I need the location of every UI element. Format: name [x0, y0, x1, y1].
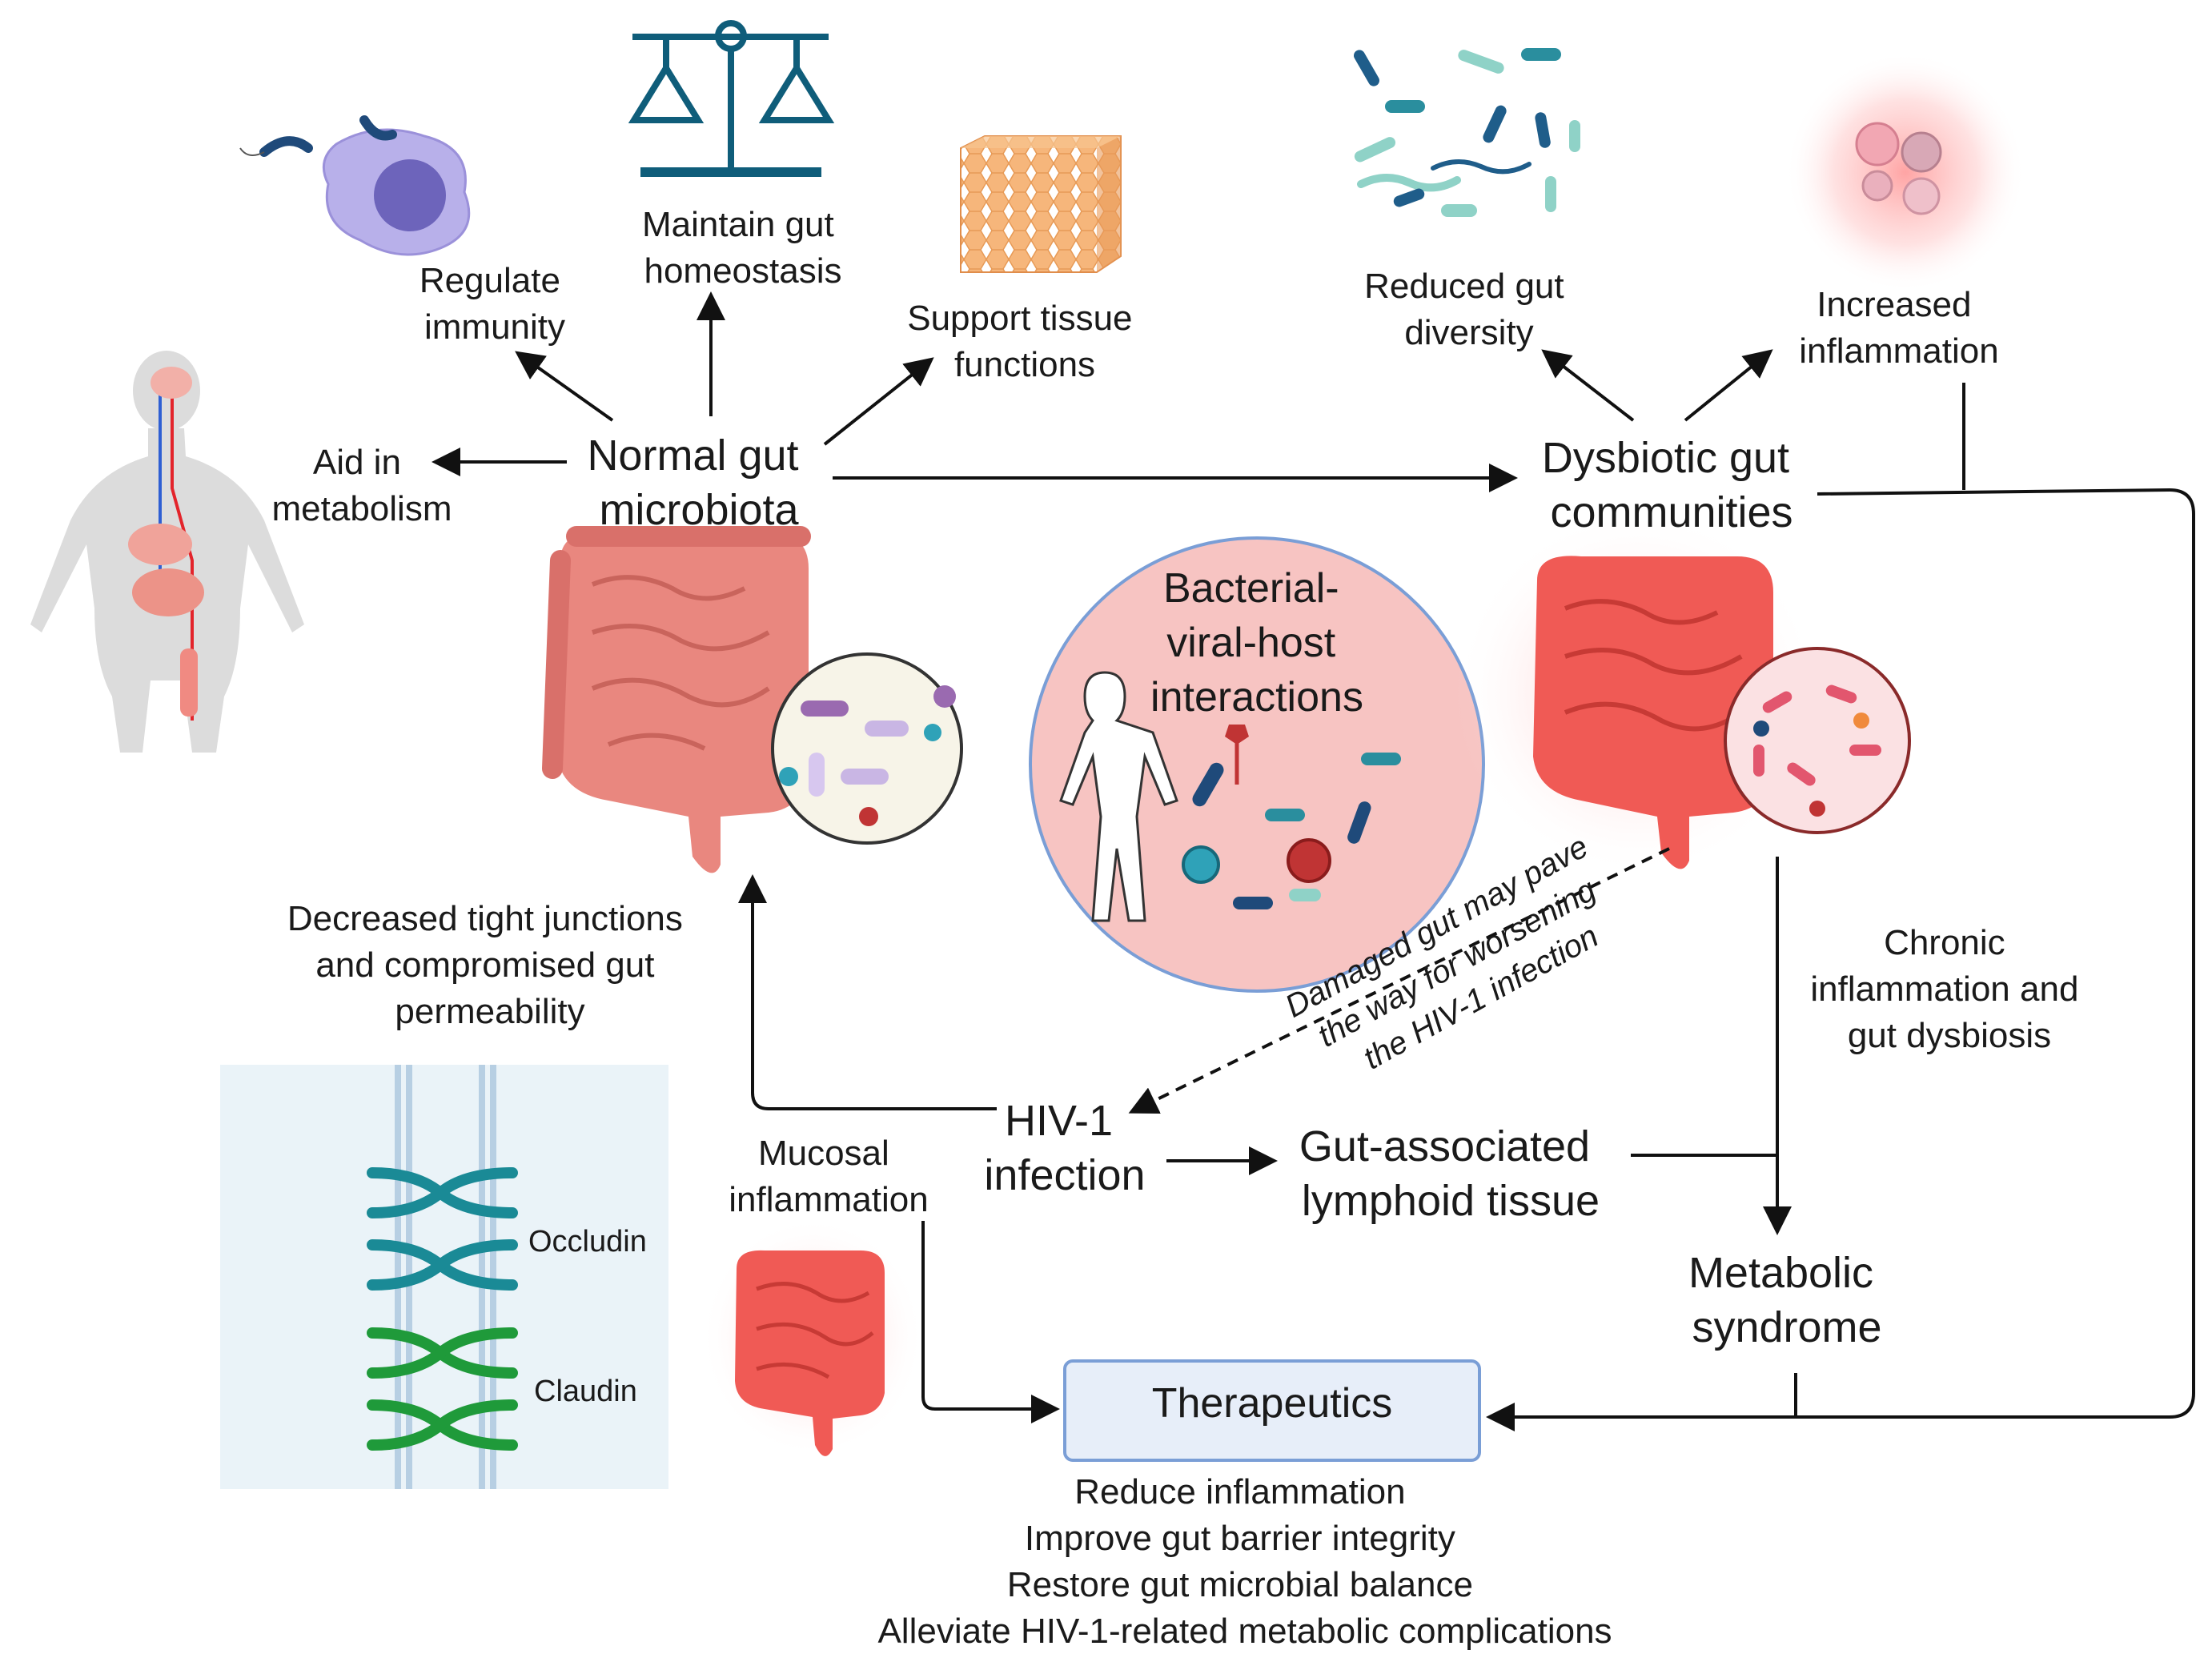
therapeutic-goals-list: Reduce inflammation Improve gut barrier … [877, 1472, 1612, 1651]
occludin-strands [367, 1167, 518, 1291]
support-tissue-label: Support tissue functions [907, 299, 1142, 384]
mucosal-inflamed-gut-icon [701, 1217, 925, 1457]
dysbiotic-microbiota-lens-icon [1724, 647, 1911, 834]
therapeutics-label: Therapeutics [1152, 1380, 1393, 1427]
dysbiotic-gut-label: Dysbiotic gut communities [1542, 434, 1801, 536]
therapeutic-goal: Alleviate HIV-1-related metabolic compli… [877, 1612, 1612, 1651]
chronic-inflammation-label: Chronic inflammation and gut dysbiosis [1810, 923, 2088, 1055]
therapeutic-goal: Improve gut barrier integrity [1025, 1519, 1455, 1558]
galt-label: Gut-associated lymphoid tissue [1299, 1122, 1602, 1225]
occludin-label: Occludin [528, 1225, 647, 1259]
reduced-diversity-label: Reduced gut diversity [1364, 267, 1574, 352]
maintain-homeostasis-label: Maintain gut homeostasis [642, 205, 844, 291]
increased-inflammation-label: Increased inflammation [1799, 285, 1998, 371]
hiv-infection-label: HIV-1 infection [984, 1097, 1145, 1199]
normal-gut-label: Normal gut microbiota [587, 432, 810, 534]
inflamed-intestine-icon [1453, 508, 1821, 877]
claudin-label: Claudin [534, 1375, 637, 1408]
healthy-intestine-icon [542, 526, 811, 873]
macrophage-icon [239, 115, 471, 256]
arrow-to-increased-inflammation [1684, 349, 1773, 422]
inflammation-glow-icon [1785, 52, 2025, 292]
metabolic-syndrome-label: Metabolic syndrome [1688, 1249, 1885, 1351]
decreased-tight-junctions-label: Decreased tight junctions and compromise… [287, 899, 693, 1031]
therapeutic-goal: Restore gut microbial balance [1007, 1565, 1473, 1604]
labels: Normal gut microbiota Dysbiotic gut comm… [272, 205, 2088, 1651]
path-mucosal-to-therapeutics [921, 1221, 1060, 1423]
regulate-immunity-label: Regulate immunity [420, 261, 570, 347]
path-dysbiotic-to-therapeutics [1486, 488, 2195, 1431]
tight-junction-panel [220, 1065, 668, 1489]
path-hiv-to-normal-gut [738, 874, 997, 1110]
bacteria-cluster-icon [1354, 48, 1580, 217]
arrow-to-reduced-diversity [1541, 349, 1635, 422]
therapeutic-goal: Reduce inflammation [1074, 1472, 1405, 1511]
human-body-icon [30, 351, 304, 753]
dashed-damaged-gut-arrow [1128, 847, 1670, 1114]
tissue-cube-icon [960, 135, 1122, 273]
balance-scale-icon [628, 20, 835, 177]
bacterial-viral-host-label: Bacterial- viral-host interactions [1150, 565, 1363, 721]
claudin-strands [367, 1327, 518, 1451]
connectors [432, 291, 2195, 1431]
bacterial-viral-host-circle [1029, 536, 1485, 993]
therapeutics-box [1063, 1359, 1481, 1462]
mucosal-inflammation-label: Mucosal inflammation [729, 1134, 928, 1219]
aid-metabolism-label: Aid in metabolism [272, 443, 452, 528]
arrow-to-regulate-immunity [515, 351, 614, 422]
arrow-to-support-tissue [823, 357, 934, 446]
healthy-microbiota-lens-icon [771, 652, 963, 845]
